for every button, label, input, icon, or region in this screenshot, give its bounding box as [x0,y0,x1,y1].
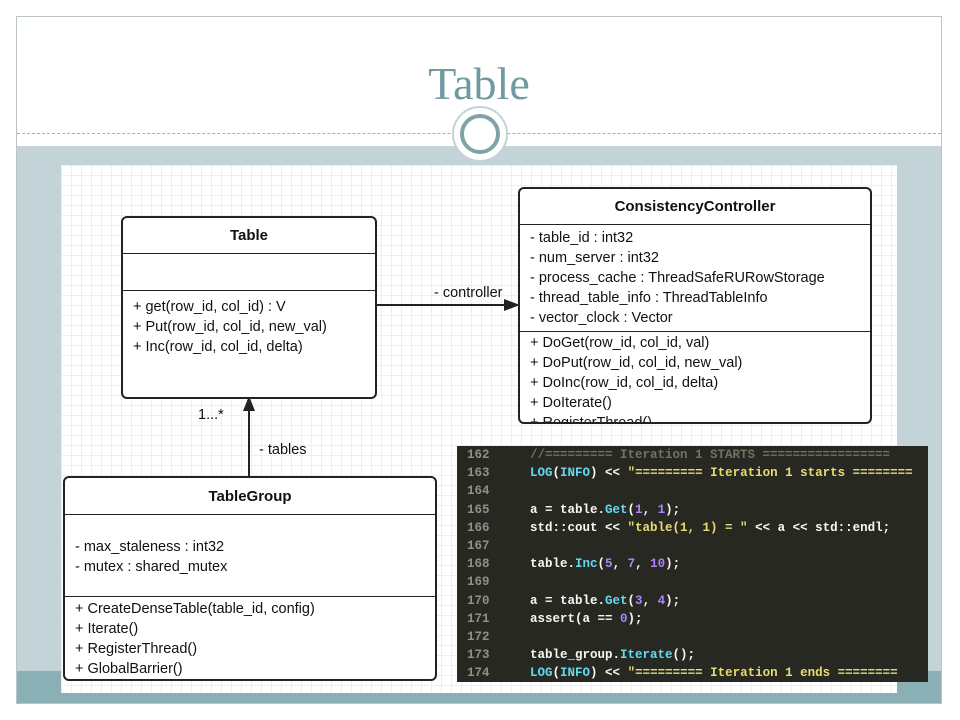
circle-ornament-icon [452,106,508,162]
line-number: 164 [467,484,490,499]
class-table-method: + get(row_id, col_id) : V [133,299,286,315]
line-number: 166 [467,520,490,535]
code-text: LOG(INFO) << "========= Iteration 1 ends… [530,666,898,681]
line-number: 167 [467,538,490,553]
class-consistency-controller: ConsistencyController - table_id : int32… [518,187,872,424]
code-text: table.Inc(5, 7, 10); [530,557,681,572]
code-line: 170 a = table.Get(3, 4); [457,592,928,610]
code-editor-snippet: 162 //========= Iteration 1 STARTS ======… [457,446,928,682]
class-controller-method: + DoIterate() [530,395,612,411]
class-tablegroup-method: + Iterate() [75,621,139,637]
line-number: 162 [467,448,490,462]
code-line: 168 table.Inc(5, 7, 10); [457,555,928,573]
code-line: 163 LOG(INFO) << "========= Iteration 1 s… [457,464,928,482]
tables-arrowhead [243,396,255,411]
class-table-method: + Inc(row_id, col_id, delta) [133,339,303,355]
class-tablegroup-attributes: - max_staleness : int32 - mutex : shared… [65,515,435,597]
code-line: 166 std::cout << "table(1, 1) = " << a <<… [457,519,928,537]
class-table-attributes [123,254,375,291]
class-controller-attribute: - thread_table_info : ThreadTableInfo [530,290,768,306]
class-controller-attribute: - table_id : int32 [530,230,634,246]
class-table: Table + get(row_id, col_id) : V + Put(ro… [121,216,377,399]
line-number: 173 [467,648,490,663]
class-controller-attribute: - process_cache : ThreadSafeRURowStorage [530,270,825,286]
class-controller-method: + DoInc(row_id, col_id, delta) [530,375,719,391]
class-table-methods: + get(row_id, col_id) : V + Put(row_id, … [123,291,375,363]
class-tablegroup: TableGroup - max_staleness : int32 - mut… [63,476,437,681]
code-line: 164 [457,482,928,500]
class-controller-name: ConsistencyController [520,189,870,225]
code-text: //========= Iteration 1 STARTS =========… [530,448,891,462]
class-controller-method: + DoPut(row_id, col_id, new_val) [530,355,743,371]
class-tablegroup-attribute: - mutex : shared_mutex [75,559,228,575]
code-line: 174 LOG(INFO) << "========= Iteration 1 e… [457,664,928,682]
code-text: LOG(INFO) << "========= Iteration 1 star… [530,466,913,481]
uml-connectors [243,299,520,476]
class-table-method: + Put(row_id, col_id, new_val) [133,319,327,335]
controller-arrowhead [504,299,520,311]
code-text: assert(a == 0); [530,611,643,626]
class-tablegroup-method: + CreateDenseTable(table_id, config) [75,601,315,617]
class-tablegroup-method: + GlobalBarrier() [75,661,183,677]
class-controller-attribute: - num_server : int32 [530,250,659,266]
class-tablegroup-name: TableGroup [65,478,435,515]
code-line: 171 assert(a == 0); [457,610,928,628]
line-number: 163 [467,466,490,481]
line-number: 170 [467,593,490,608]
controller-edge-label: - controller [434,285,503,301]
code-text: std::cout << "table(1, 1) = " << a << st… [530,520,891,535]
class-table-name: Table [123,218,375,254]
code-line: 169 [457,573,928,591]
line-number: 174 [467,666,490,681]
slide-title: Table [428,58,530,109]
circle-ornament-ring [460,114,500,154]
line-number: 168 [467,557,490,572]
line-number: 172 [467,629,490,644]
code-line: 172 [457,628,928,646]
line-number: 165 [467,502,490,517]
code-line: 173 table_group.Iterate(); [457,646,928,664]
class-controller-method: + DoGet(row_id, col_id, val) [530,335,710,351]
tables-edge-label: - tables [259,442,307,458]
code-line: 165 a = table.Get(1, 1); [457,501,928,519]
code-text: table_group.Iterate(); [530,648,696,663]
class-tablegroup-method: + RegisterThread() [75,641,198,657]
code-line: 167 [457,537,928,555]
class-controller-methods: + DoGet(row_id, col_id, val) + DoPut(row… [520,332,870,424]
class-controller-attributes: - table_id : int32 - num_server : int32 … [520,225,870,332]
multiplicity-label: 1...* [198,407,224,423]
class-tablegroup-methods: + CreateDenseTable(table_id, config) + I… [65,597,435,679]
line-number: 171 [467,611,490,626]
code-text: a = table.Get(3, 4); [530,593,681,608]
class-controller-method: + RegisterThread() [530,415,653,424]
code-text: a = table.Get(1, 1); [530,502,681,517]
code-line: 162 //========= Iteration 1 STARTS ======… [457,446,928,464]
class-tablegroup-attribute: - max_staleness : int32 [75,539,225,555]
line-number: 169 [467,575,490,590]
class-controller-attribute: - vector_clock : Vector [530,310,673,326]
